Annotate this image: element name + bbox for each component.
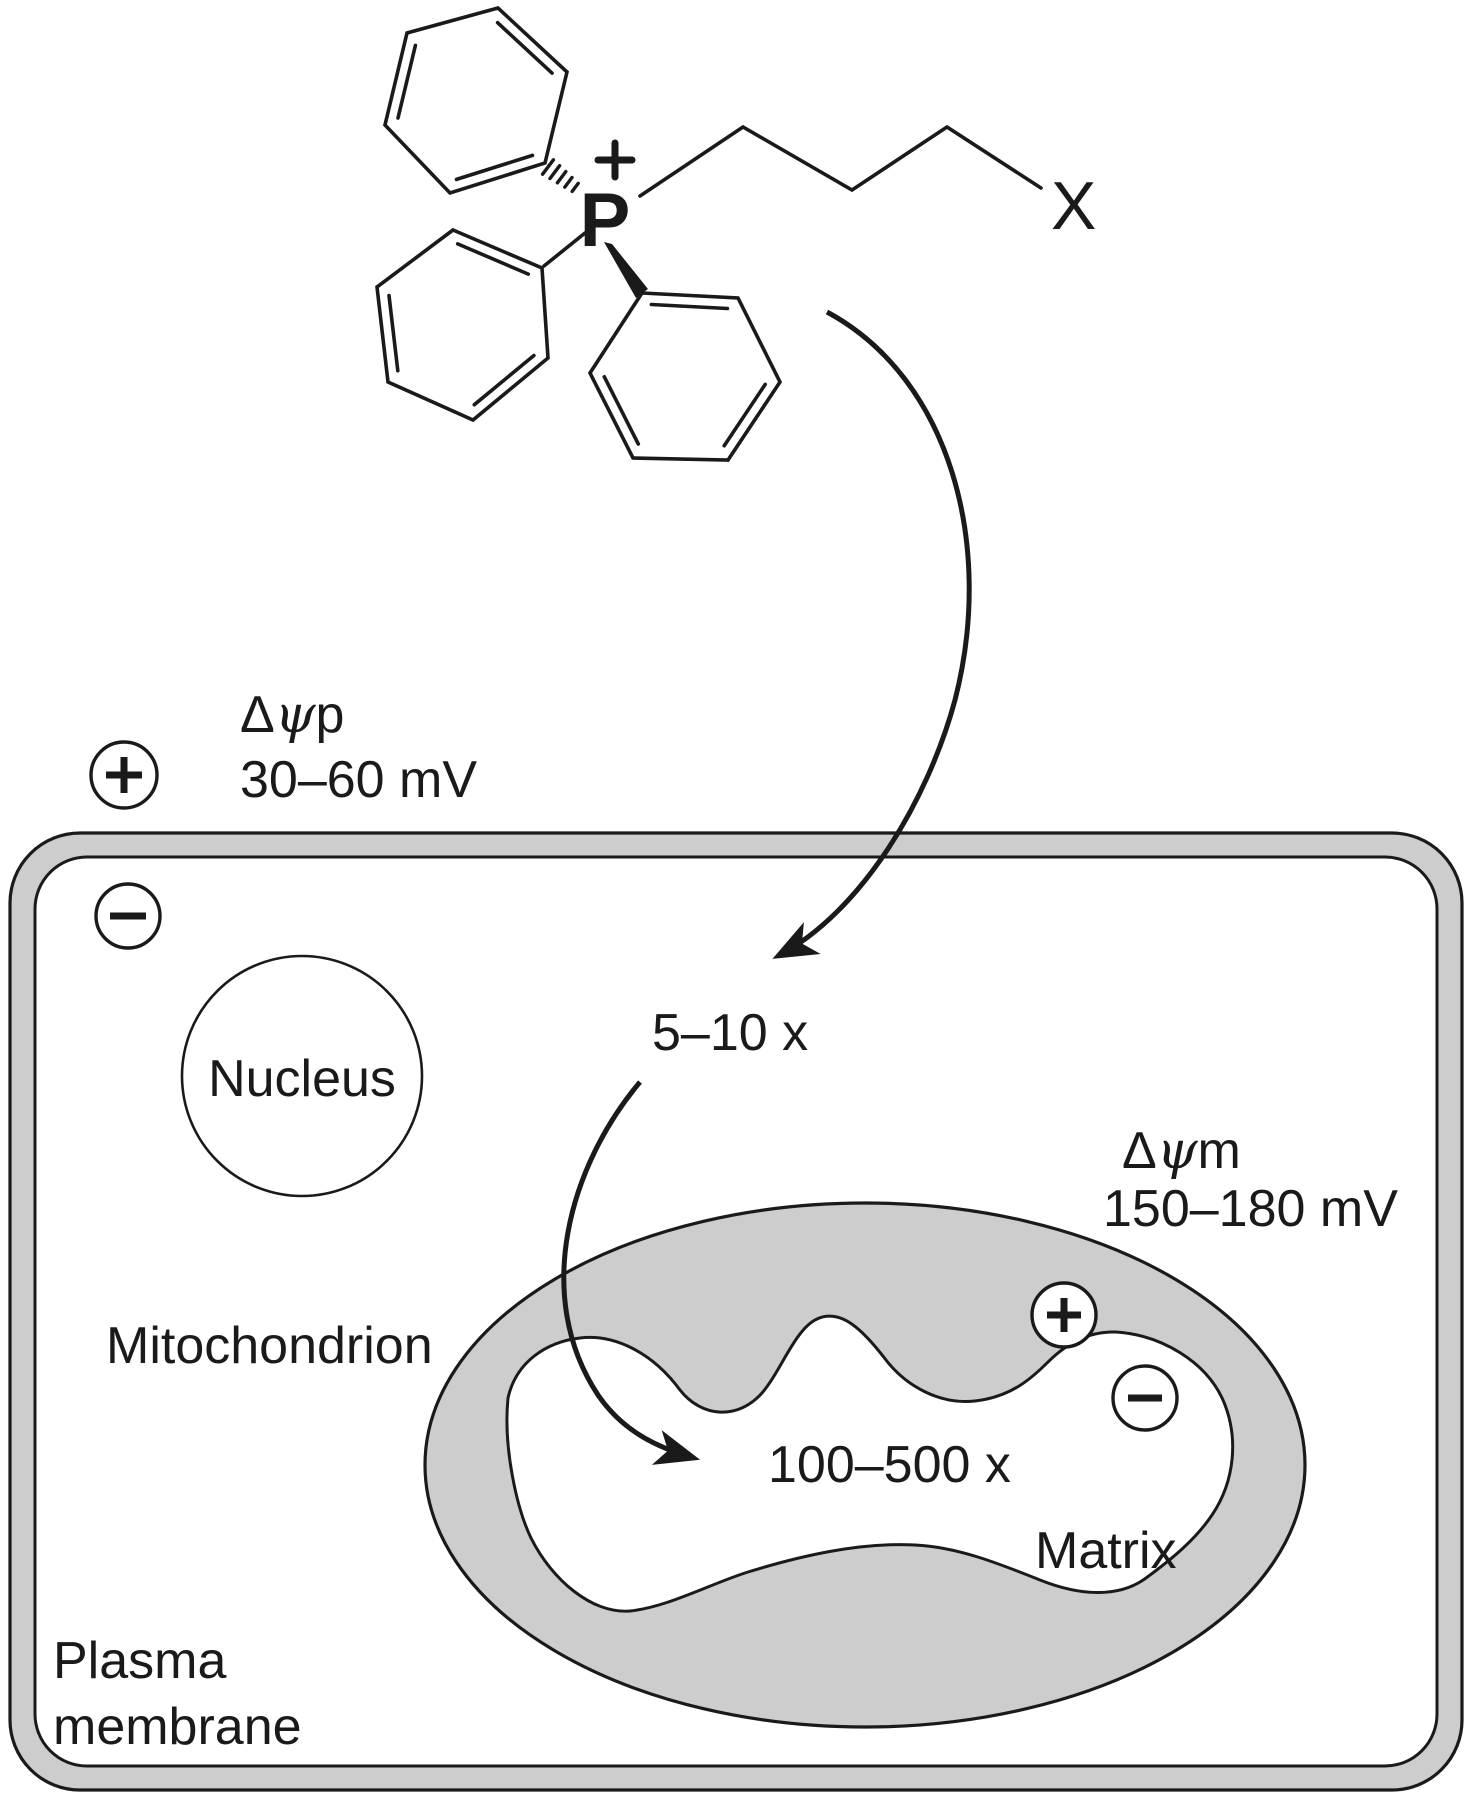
mitochondrion-matrix [505,1314,1235,1613]
tpp-molecule [375,5,1043,462]
matrix-label: Matrix [1035,1522,1177,1580]
matrix-minus [1111,1364,1179,1432]
cytosol-minus [94,882,162,950]
uptake-arrow-into-cell-icon [772,309,972,959]
plasma-potential-value: 30–60 mV [240,751,477,809]
plasma-membrane-label-line2: membrane [53,1698,302,1756]
mito-potential-label: Δψm [1122,1121,1241,1181]
phosphonium-plus-icon [594,139,636,181]
mitochondrion-label: Mitochondrion [106,1317,433,1375]
phenyl-ring-3 [587,291,783,462]
mito-potential-value: 150–180 mV [1103,1180,1398,1238]
phenyl-ring-1 [383,5,569,196]
matrix-accumulation-label: 100–500 x [768,1436,1011,1494]
nucleus-label: Nucleus [208,1050,396,1108]
cytosol-accumulation-label: 5–10 x [652,1004,808,1062]
plasma-membrane-label-line1: Plasma [53,1632,226,1690]
phenyl-ring-2 [375,227,550,423]
solid-wedge-bond [604,242,648,298]
extracellular-plus [89,740,159,810]
intermembrane-plus [1030,1281,1098,1349]
nucleus-outline [180,954,424,1198]
butyl-chain [638,124,1043,198]
bond-p-ring2 [542,231,587,268]
hashed-wedge-bond [540,158,580,194]
plasma-potential-label: Δψp [240,685,344,745]
substituent-x-label: X [1051,168,1096,244]
uptake-arrow-into-matrix-icon [561,1080,701,1465]
phosphorus-atom-label: P [580,178,631,263]
